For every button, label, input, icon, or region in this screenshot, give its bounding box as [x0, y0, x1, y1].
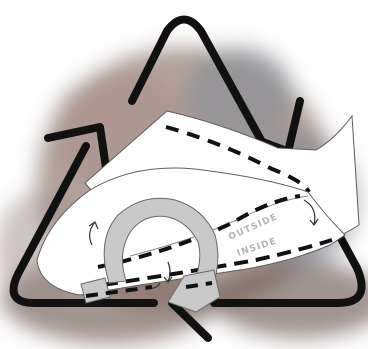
diagram-stage: OUTSIDE INSIDE [0, 0, 368, 349]
diagram-canvas: OUTSIDE INSIDE [0, 0, 368, 349]
